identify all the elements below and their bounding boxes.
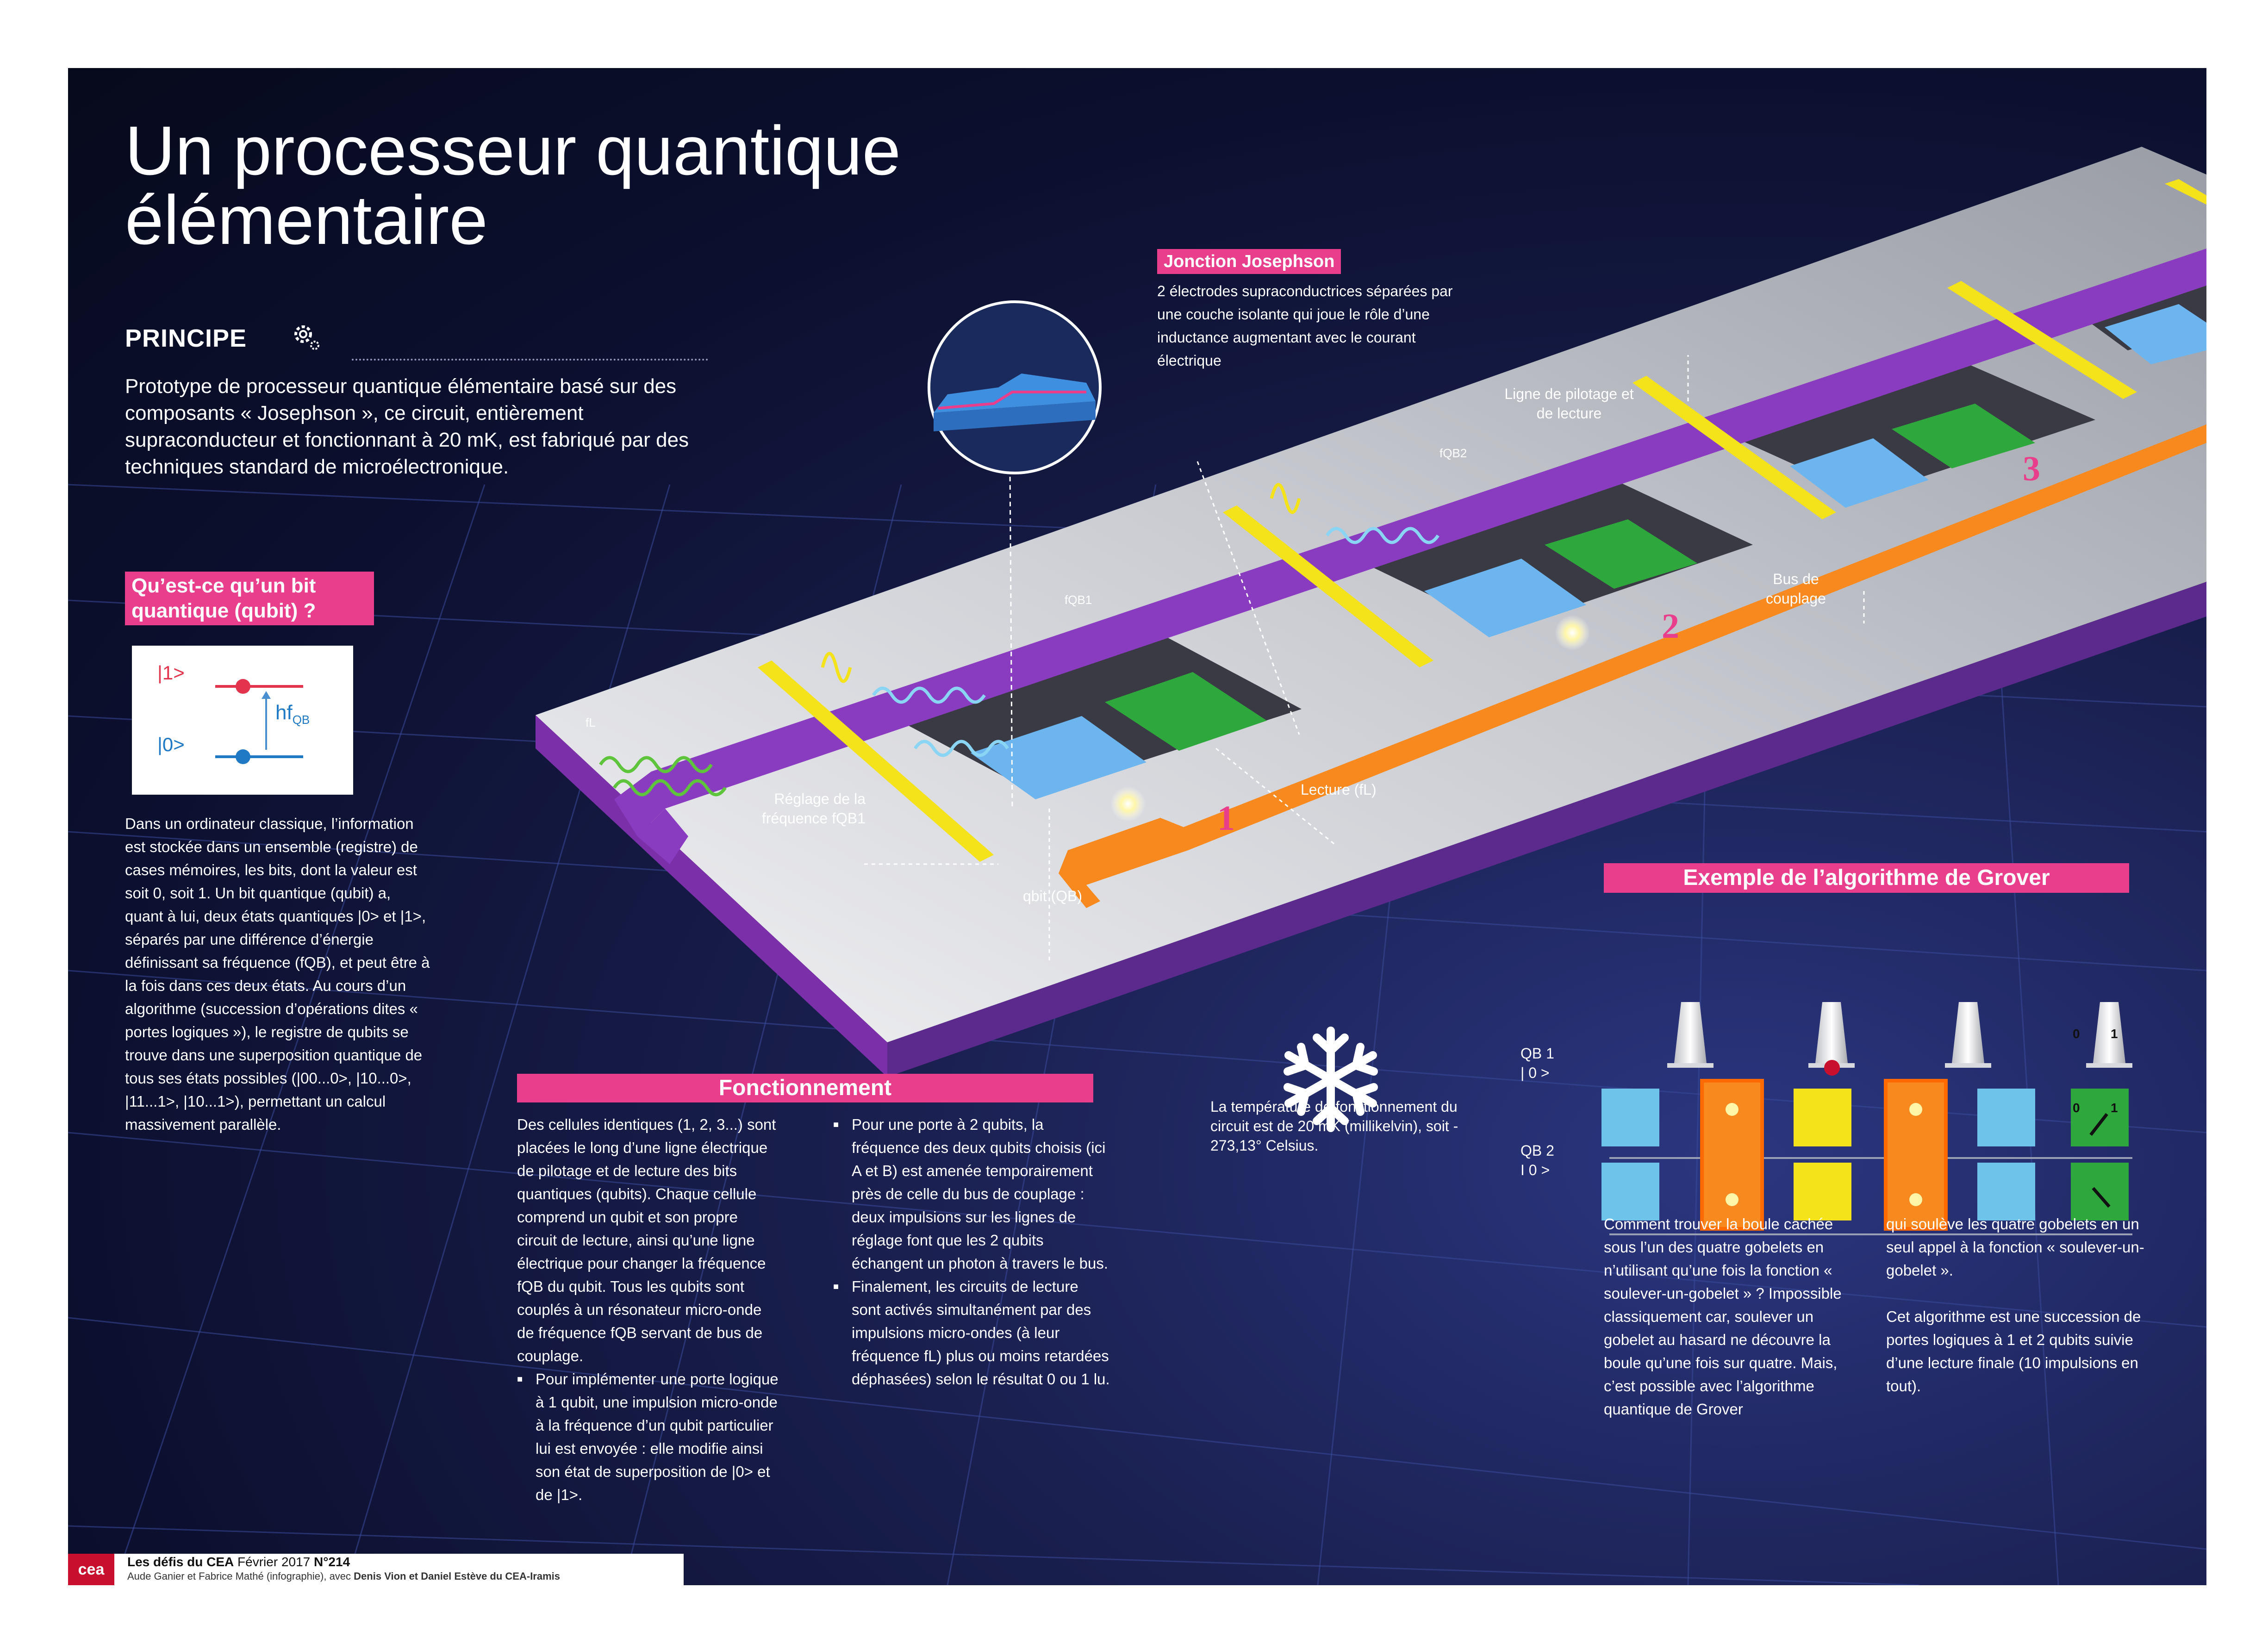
fonctionnement-bullet-2: Pour une porte à 2 qubits, la fréquence … <box>833 1113 1111 1275</box>
state-1-label: |1> <box>157 662 185 684</box>
cea-logo: cea <box>68 1554 114 1585</box>
grover-circuit <box>1601 1079 2132 1235</box>
principe-text: Prototype de processeur quantique élémen… <box>125 375 689 478</box>
fl-label: fL <box>586 716 596 729</box>
cell-number-1: 1 <box>1217 799 1235 838</box>
fonctionnement-intro: Des cellules identiques (1, 2, 3...) son… <box>517 1116 776 1364</box>
meter-1-one: 1 <box>2111 1027 2118 1041</box>
grover-text-2b: Cet algorithme est une succession de por… <box>1886 1308 2141 1395</box>
grover-text-2: qui soulève les quatre gobelets en un se… <box>1886 1213 2145 1398</box>
fqb1-label: fQB1 <box>1065 593 1092 607</box>
grover-cups <box>1667 1002 2132 1076</box>
meter-1-zero: 0 <box>2073 1027 2080 1041</box>
qubit-heading: Qu’est-ce qu’un bit quantique (qubit) ? <box>125 572 374 625</box>
junction-zoom <box>928 300 1102 809</box>
title-line-2: élémentaire <box>125 181 488 259</box>
title-line-1: Un processeur quantique <box>125 112 901 189</box>
footer-credits: Aude Ganier et Fabrice Mathé (infographi… <box>127 1570 561 1582</box>
readout-label: Lecture (fL) <box>1301 781 1377 798</box>
qb1-state: | 0 > <box>1520 1065 1550 1081</box>
qb2-label: QB 2 <box>1520 1142 1554 1159</box>
qubit-block-2 <box>1424 559 1586 637</box>
qubit-energy-diagram <box>132 646 353 795</box>
grover-heading: Exemple de l’algorithme de Grover <box>1604 863 2129 893</box>
fonctionnement-col-2: Pour une porte à 2 qubits, la fréquence … <box>833 1113 1111 1391</box>
chip-top <box>536 147 2206 1042</box>
qb2-state: I 0 > <box>1520 1162 1550 1178</box>
fonctionnement-bullet-1: Pour implémenter une porte logique à 1 q… <box>517 1368 781 1507</box>
page-title: Un processeur quantique élémentaire <box>125 116 901 255</box>
qb1-label: QB 1 <box>1520 1045 1554 1062</box>
fqb2-label: fQB2 <box>1439 446 1467 460</box>
grover-text-1: Comment trouver la boule cachée sous l’u… <box>1604 1215 1842 1418</box>
temperature-note: La température de fonctionnement du circ… <box>1210 1098 1458 1154</box>
qubit-description: Dans un ordinateur classique, l’informat… <box>125 815 430 1133</box>
principe-divider <box>352 359 708 361</box>
control-line-label: Ligne de pilotage et de lecture <box>1504 386 1634 422</box>
qbit-label: qbit (QB) <box>1023 888 1083 904</box>
cell-number-3: 3 <box>2023 449 2040 488</box>
fonctionnement-col-1: Des cellules identiques (1, 2, 3...) son… <box>517 1113 781 1507</box>
junction-tag: Jonction Josephson <box>1157 249 1341 274</box>
cell-number-2: 2 <box>1662 607 1679 646</box>
coupling-bus-label: Bus de couplage <box>1766 571 1826 607</box>
fonctionnement-heading: Fonctionnement <box>517 1074 1093 1102</box>
meter-2-one: 1 <box>2111 1101 2118 1115</box>
coupling-bus <box>1059 424 2206 908</box>
junction-text: 2 électrodes supraconductrices séparées … <box>1157 283 1453 369</box>
hf-label: hfQB <box>275 701 310 727</box>
frequency-line-1 <box>758 660 994 862</box>
control-line <box>614 249 2206 836</box>
circuit-illustration <box>68 147 2206 1585</box>
footer: cea Les défis du CEA Février 2017 N°214 … <box>68 1554 684 1585</box>
poster-panel <box>68 68 2206 1585</box>
qubit-block-1 <box>971 716 1146 799</box>
fonctionnement-bullet-3: Finalement, les circuits de lecture sont… <box>833 1275 1111 1391</box>
qubit-block-3 <box>1790 438 1929 508</box>
frequency-tuning-label: Réglage de la fréquence fQB1 <box>761 791 866 827</box>
footer-publication: Les défis du CEA Février 2017 N°214 <box>127 1555 350 1569</box>
state-0-label: |0> <box>157 734 185 755</box>
grover-text-2a: qui soulève les quatre gobelets en un se… <box>1886 1215 2144 1279</box>
principe-heading: PRINCIPE <box>125 324 247 352</box>
meter-2-zero: 0 <box>2073 1101 2080 1115</box>
gear-icon <box>294 325 319 350</box>
snowflake-icon <box>1284 1027 1378 1132</box>
